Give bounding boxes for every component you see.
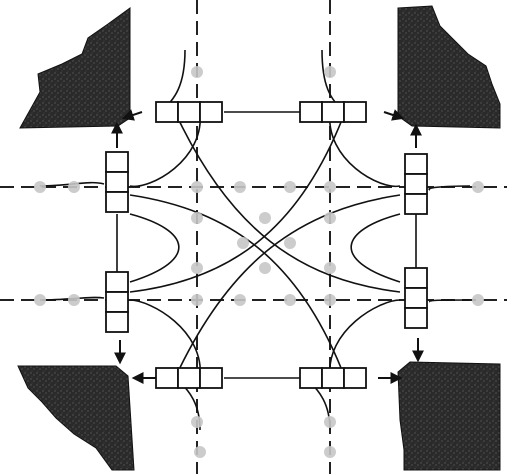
signal-box — [405, 288, 427, 308]
signal-group-bottom-left — [156, 368, 222, 388]
conflict-point-marker — [234, 294, 246, 306]
curve-left-turn-sw — [130, 300, 200, 378]
conflict-point-marker — [472, 181, 484, 193]
signal-box — [178, 368, 200, 388]
curve-hourglass-right — [351, 214, 400, 282]
signal-group-right-bottom — [405, 268, 427, 328]
signal-box — [344, 368, 366, 388]
signal-box — [106, 172, 128, 192]
conflict-point-marker — [324, 416, 336, 428]
conflict-point-marker — [34, 181, 46, 193]
signal-box — [200, 102, 222, 122]
signal-box — [322, 102, 344, 122]
conflict-point-marker — [34, 294, 46, 306]
conflict-point-marker — [191, 181, 203, 193]
signal-box — [156, 368, 178, 388]
signal-box — [106, 272, 128, 292]
signal-group-right-top — [405, 154, 427, 214]
signal-group-top-left — [156, 102, 222, 122]
curve-left-turn-nw — [130, 112, 200, 186]
signal-box — [106, 312, 128, 332]
conflict-point-marker — [324, 181, 336, 193]
signal-frame — [117, 112, 416, 378]
signal-box — [200, 368, 222, 388]
conflict-point-marker — [284, 294, 296, 306]
signal-box — [322, 368, 344, 388]
conflict-point-marker — [194, 446, 206, 458]
conflict-point-marker — [191, 262, 203, 274]
conflict-point-marker — [324, 212, 336, 224]
signal-box — [106, 192, 128, 212]
conflict-point-marker — [259, 212, 271, 224]
conflict-point-marker — [324, 262, 336, 274]
signal-box — [300, 368, 322, 388]
conflict-point-marker — [324, 294, 336, 306]
conflict-point-marker — [472, 294, 484, 306]
signal-box — [405, 194, 427, 214]
signal-box — [106, 152, 128, 172]
conflict-point-marker — [191, 212, 203, 224]
conflict-point-marker — [68, 181, 80, 193]
flow-arrows — [117, 112, 418, 378]
corner-block-bottom-right — [398, 362, 500, 470]
signal-box-groups — [106, 102, 427, 388]
signal-box — [106, 292, 128, 312]
conflict-point-marker — [191, 416, 203, 428]
signal-box — [405, 308, 427, 328]
signal-box — [300, 102, 322, 122]
conflict-point-marker — [284, 181, 296, 193]
conflict-point-marker — [259, 262, 271, 274]
corner-block-bottom-left — [18, 366, 134, 470]
signal-box — [156, 102, 178, 122]
conflict-point-marker — [324, 446, 336, 458]
conflict-point-marker — [234, 181, 246, 193]
signal-group-left-top — [106, 152, 128, 212]
conflict-point-marker — [324, 66, 336, 78]
conflict-point-marker — [191, 66, 203, 78]
signal-box — [178, 102, 200, 122]
signal-group-top-right — [300, 102, 366, 122]
signal-group-bottom-right — [300, 368, 366, 388]
conflict-point-marker — [191, 294, 203, 306]
signal-group-left-bottom — [106, 272, 128, 332]
conflict-point-marker — [237, 237, 249, 249]
corner-block-top-left — [20, 8, 130, 128]
signal-box — [344, 102, 366, 122]
conflict-point-marker — [284, 237, 296, 249]
curve-hourglass-left — [130, 214, 179, 282]
signal-box — [405, 154, 427, 174]
signal-box — [405, 268, 427, 288]
corner-block-top-right — [398, 6, 500, 128]
signal-box — [405, 174, 427, 194]
conflict-point-marker — [68, 294, 80, 306]
